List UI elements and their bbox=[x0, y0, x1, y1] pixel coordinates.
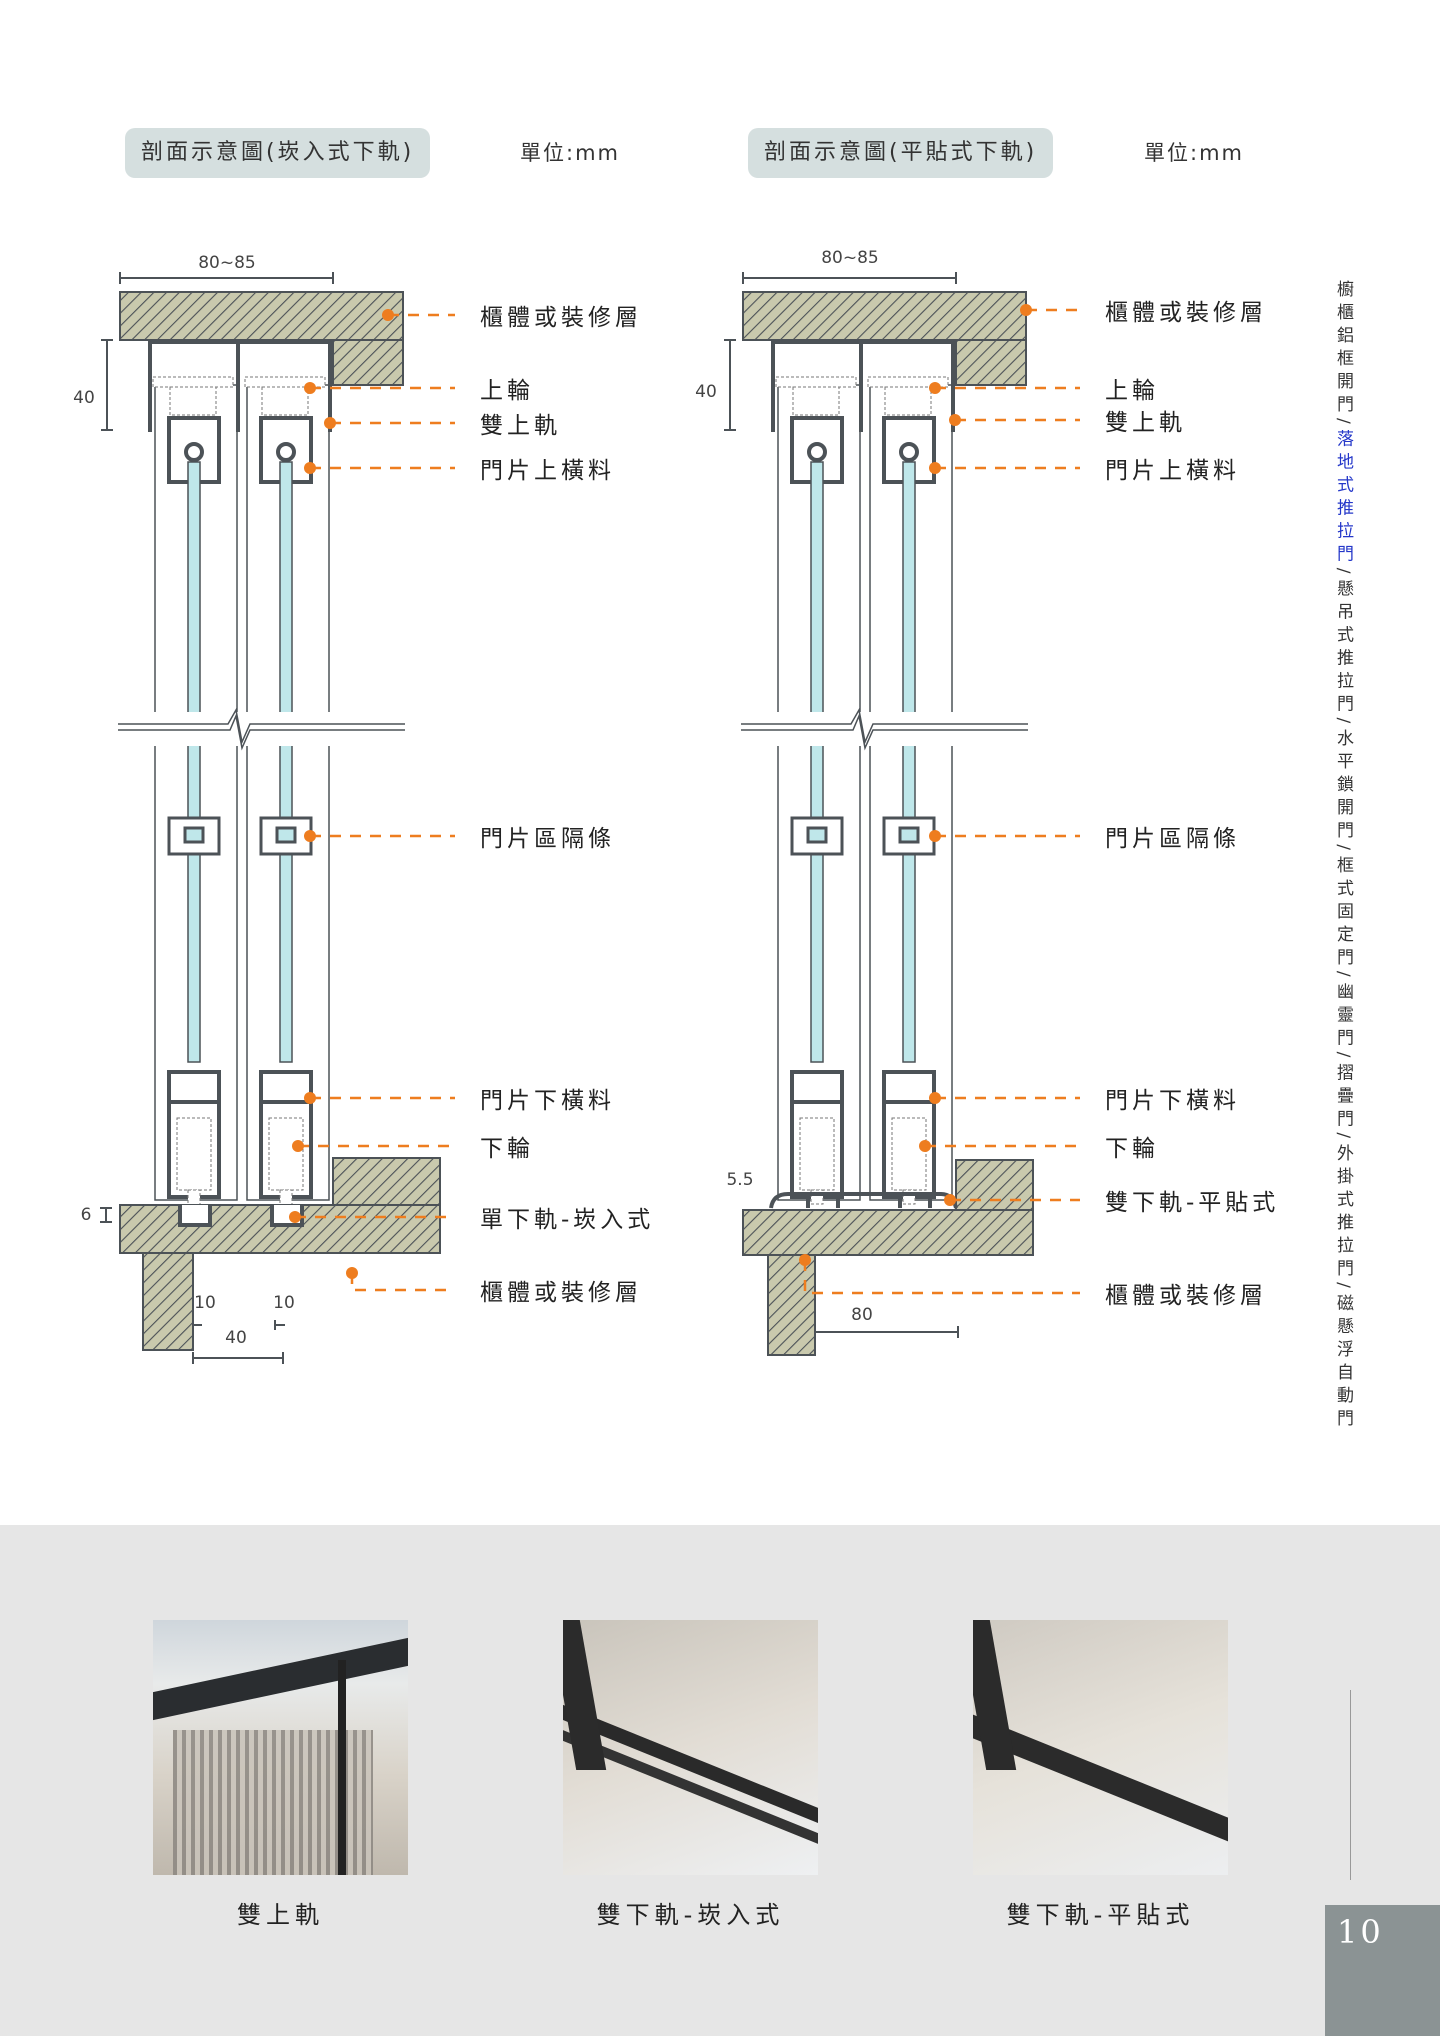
bottom-wheel bbox=[799, 1117, 835, 1191]
cabinet-leg bbox=[767, 1254, 816, 1356]
separator-clip bbox=[183, 826, 205, 844]
dim-track1: 10 bbox=[194, 1293, 216, 1313]
dim-bottom-height: 5.5 bbox=[726, 1170, 754, 1190]
bottom-wheel bbox=[891, 1117, 927, 1191]
leader-line bbox=[350, 1273, 455, 1292]
sidebar-current[interactable]: 落地式推拉門 bbox=[1333, 429, 1353, 568]
diagram-body bbox=[724, 272, 1034, 1356]
label-door-divider: 門片區隔條 bbox=[1105, 826, 1240, 852]
section-diagrams bbox=[100, 272, 1080, 1364]
top-wheel-axle bbox=[169, 386, 217, 416]
bottom-wheel bbox=[176, 1117, 212, 1191]
separator-clip bbox=[806, 826, 828, 844]
label-cabinet-layer: 櫃體或裝修層 bbox=[1105, 300, 1267, 326]
flat-bottom-track bbox=[769, 1192, 958, 1209]
label-door-divider: 門片區隔條 bbox=[480, 826, 615, 852]
top-profile-clip bbox=[184, 442, 204, 462]
top-profile-clip bbox=[807, 442, 827, 462]
diagram-title-flat: 剖面示意圖(平貼式下軌) bbox=[748, 128, 1054, 178]
label-bottom-wheel: 下輪 bbox=[1105, 1136, 1159, 1162]
label-door-top-rail: 門片上橫料 bbox=[480, 458, 615, 484]
label-double-top-rail: 雙上軌 bbox=[1105, 410, 1186, 436]
sidebar-category-nav: 櫥櫃鋁框開門/落地式推拉門/懸吊式推拉門/水平鎖開門/框式固定門/幽靈門/摺疊門… bbox=[1328, 280, 1358, 1432]
bottom-cabinet bbox=[742, 1209, 1034, 1256]
unit-label-embedded: 單位:mm bbox=[520, 141, 620, 165]
top-profile-clip bbox=[899, 442, 919, 462]
dim-width: 80~85 bbox=[821, 248, 879, 268]
dim-track2: 10 bbox=[273, 1293, 295, 1313]
label-top-wheel: 上輪 bbox=[1105, 378, 1159, 404]
top-cabinet-step bbox=[332, 339, 404, 386]
caption-bottom-rail-embedded: 雙下軌-崁入式 bbox=[596, 1901, 785, 1929]
dim-bottom-height: 6 bbox=[80, 1205, 92, 1225]
label-door-bottom-rail: 門片下橫料 bbox=[480, 1088, 615, 1114]
separator-profile bbox=[790, 816, 844, 856]
bottom-cabinet-step bbox=[332, 1157, 441, 1206]
label-bottom-track: 單下軌-崁入式 bbox=[480, 1207, 655, 1233]
dim-top-height-line bbox=[101, 339, 113, 431]
sidebar-divider bbox=[1350, 1690, 1351, 1880]
dim-top-height-line bbox=[724, 339, 736, 431]
label-cabinet-layer-bottom: 櫃體或裝修層 bbox=[1105, 1283, 1267, 1309]
leader-line bbox=[803, 1260, 1080, 1295]
label-bottom-wheel: 下輪 bbox=[480, 1136, 534, 1162]
top-cabinet-step bbox=[955, 339, 1027, 386]
photo-double-top-rail bbox=[153, 1620, 408, 1875]
label-bottom-track: 雙下軌-平貼式 bbox=[1105, 1190, 1280, 1216]
break-line bbox=[741, 707, 1028, 751]
photo-double-bottom-rail-embedded bbox=[563, 1620, 818, 1875]
top-profile-clip bbox=[276, 442, 296, 462]
caption-double-top-rail: 雙上軌 bbox=[237, 1901, 324, 1929]
top-wheel bbox=[152, 376, 234, 388]
embedded-bottom-track bbox=[178, 1205, 304, 1227]
glass-panel bbox=[279, 461, 293, 1063]
glass-panel bbox=[902, 461, 916, 1063]
glass-panel bbox=[810, 461, 824, 1063]
sidebar-items-rest[interactable]: /懸吊式推拉門/水平鎖開門/框式固定門/幽靈門/摺疊門/外掛式推拉門/磁懸浮自動… bbox=[1333, 567, 1353, 1432]
dim-track-lines bbox=[192, 1320, 285, 1364]
dim-width: 80~85 bbox=[198, 253, 256, 273]
break-mask bbox=[118, 712, 408, 746]
dim-top-height: 40 bbox=[695, 382, 717, 402]
dim-offset-line bbox=[814, 1326, 959, 1338]
diagram-embedded-track bbox=[100, 272, 441, 1364]
dim-width-line bbox=[742, 272, 957, 284]
dim-top-height: 40 bbox=[73, 388, 95, 408]
top-wheel bbox=[775, 376, 857, 388]
sidebar-items[interactable]: 櫥櫃鋁框開門/ bbox=[1333, 280, 1353, 430]
cabinet-leg bbox=[142, 1252, 194, 1351]
break-line bbox=[118, 707, 405, 751]
top-wheel-axle bbox=[261, 386, 309, 416]
diagram-body bbox=[100, 272, 441, 1364]
photo-double-bottom-rail-flat bbox=[973, 1620, 1228, 1875]
separator-clip bbox=[275, 826, 297, 844]
caption-bottom-rail-flat: 雙下軌-平貼式 bbox=[1006, 1901, 1195, 1929]
dim-width-line bbox=[119, 272, 334, 284]
label-cabinet-layer-bottom: 櫃體或裝修層 bbox=[480, 1280, 642, 1306]
glass-panel bbox=[187, 461, 201, 1063]
label-door-bottom-rail: 門片下橫料 bbox=[1105, 1088, 1240, 1114]
page-number: 10 bbox=[1325, 1905, 1440, 2036]
bottom-wheel bbox=[268, 1117, 304, 1191]
label-cabinet-layer: 櫃體或裝修層 bbox=[480, 305, 642, 331]
dim-offset: 40 bbox=[225, 1328, 247, 1348]
top-cabinet bbox=[119, 291, 404, 341]
top-wheel-axle bbox=[792, 386, 840, 416]
label-door-top-rail: 門片上橫料 bbox=[1105, 458, 1240, 484]
diagram-flat-track bbox=[724, 272, 1034, 1356]
label-double-top-rail: 雙上軌 bbox=[480, 413, 561, 439]
separator-clip bbox=[898, 826, 920, 844]
dim-offset: 80 bbox=[851, 1305, 873, 1325]
unit-label-flat: 單位:mm bbox=[1144, 141, 1244, 165]
bottom-cabinet-step bbox=[955, 1159, 1034, 1211]
break-mask bbox=[741, 712, 1031, 746]
diagram-title-embedded: 剖面示意圖(崁入式下軌) bbox=[125, 128, 431, 178]
top-cabinet bbox=[742, 291, 1027, 341]
label-top-wheel: 上輪 bbox=[480, 378, 534, 404]
top-wheel-axle bbox=[884, 386, 932, 416]
dim-bottom-height-line bbox=[100, 1207, 112, 1223]
